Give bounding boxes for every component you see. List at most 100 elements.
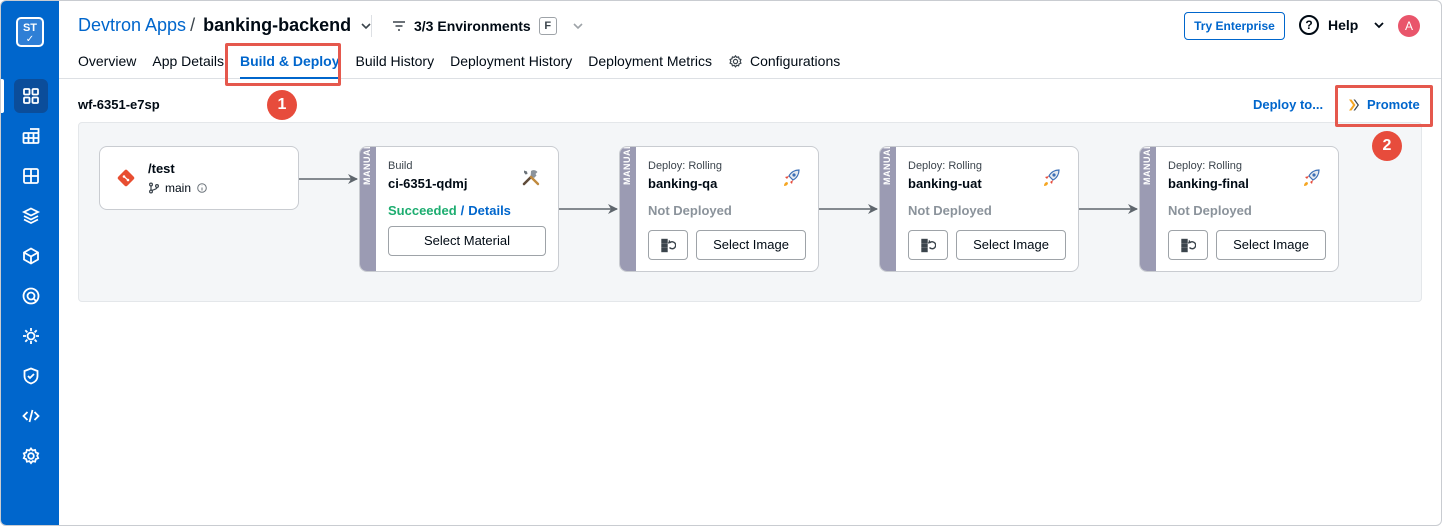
environment-filter-label: 3/3 Environments	[414, 18, 531, 34]
org-logo[interactable]: ST ✓	[16, 17, 44, 47]
tab-deployment-history[interactable]: Deployment History	[450, 53, 573, 69]
help-label: Help	[1328, 17, 1359, 33]
rocket-icon	[1044, 169, 1060, 186]
pipeline-name: banking-uat	[908, 176, 982, 191]
build-details-link[interactable]: Details	[468, 203, 511, 218]
git-source-node[interactable]: /test main	[99, 146, 299, 210]
deploy-status: Not Deployed	[1168, 203, 1252, 218]
deploy-to-button[interactable]: Deploy to...	[1253, 97, 1324, 112]
tab-configurations[interactable]: Configurations	[728, 53, 840, 79]
app-groups-icon	[22, 128, 40, 144]
tab-overview[interactable]: Overview	[78, 53, 137, 69]
trigger-type-strip: MANUAL	[360, 147, 376, 271]
code-icon	[22, 409, 40, 423]
deploy-status: Not Deployed	[908, 203, 992, 218]
nav-app-groups[interactable]	[14, 119, 48, 153]
trigger-type-label: MANUAL	[622, 146, 632, 185]
deploy-node-banking-final[interactable]: MANUAL Deploy: Rolling banking-final Not…	[1139, 146, 1339, 272]
security-icon	[22, 287, 40, 305]
trigger-type-label: MANUAL	[882, 146, 892, 185]
breadcrumb: Devtron Apps / banking-backend	[78, 15, 373, 36]
trigger-type-strip: MANUAL	[1140, 147, 1156, 271]
tab-deployment-metrics[interactable]: Deployment Metrics	[588, 53, 712, 69]
nav-resource-browser[interactable]	[14, 199, 48, 233]
nav-global-security[interactable]	[14, 359, 48, 393]
select-image-button[interactable]: Select Image	[1216, 230, 1326, 260]
rollback-button[interactable]	[1168, 230, 1208, 260]
status-separator: /	[460, 203, 465, 218]
promote-icon	[1349, 99, 1359, 110]
select-material-button[interactable]: Select Material	[388, 226, 546, 256]
app-tabs: Overview App Details Build & Deploy Buil…	[78, 53, 856, 79]
breadcrumb-separator: /	[190, 15, 196, 35]
try-enterprise-button[interactable]: Try Enterprise	[1184, 12, 1285, 40]
nav-code[interactable]	[14, 399, 48, 433]
help-menu[interactable]: ? Help	[1299, 15, 1386, 35]
branch-icon	[149, 182, 159, 194]
annotation-marker-1: 1	[267, 90, 297, 120]
rocket-icon	[784, 169, 800, 186]
trigger-type-label: MANUAL	[362, 146, 372, 185]
annotation-marker-2: 2	[1372, 131, 1402, 161]
pipeline-kind: Deploy: Rolling	[908, 160, 982, 172]
pipeline-kind: Deploy: Rolling	[1168, 160, 1242, 172]
git-branch-name: main	[165, 181, 192, 195]
breadcrumb-devtron-apps[interactable]: Devtron Apps	[78, 15, 187, 35]
nav-security-scan[interactable]	[14, 279, 48, 313]
pipeline-name: banking-qa	[648, 176, 718, 191]
rollback-button[interactable]	[648, 230, 688, 260]
logo-badge: ✓	[25, 34, 35, 45]
trigger-type-label: MANUAL	[1142, 146, 1152, 185]
filter-icon	[393, 21, 405, 31]
chevron-down-icon	[1374, 22, 1384, 29]
pipeline-kind: Build	[388, 160, 413, 172]
nav-global-configurations[interactable]	[14, 439, 48, 473]
pipeline-name: ci-6351-qdmj	[388, 176, 468, 191]
nav-bulk-edit[interactable]	[14, 319, 48, 353]
pipeline-kind: Deploy: Rolling	[648, 160, 722, 172]
help-icon: ?	[1299, 15, 1319, 35]
environment-filter-shortcut: F	[538, 17, 557, 35]
rollback-button[interactable]	[908, 230, 948, 260]
git-icon	[117, 169, 135, 187]
tab-build-deploy[interactable]: Build & Deploy	[239, 53, 340, 79]
charts-icon	[23, 168, 39, 184]
build-status: Succeeded/Details	[388, 203, 511, 218]
deploy-node-banking-qa[interactable]: MANUAL Deploy: Rolling banking-qa Not De…	[619, 146, 819, 272]
nav-chart-store[interactable]	[14, 239, 48, 273]
settings-icon	[22, 447, 40, 465]
highlight-build-deploy-tab	[225, 43, 341, 86]
rocket-icon	[1304, 169, 1320, 186]
nav-applications[interactable]	[14, 79, 48, 113]
nav-active-indicator	[1, 79, 4, 113]
build-tools-icon	[522, 170, 540, 186]
applications-icon	[23, 88, 39, 104]
tab-build-history[interactable]: Build History	[355, 53, 435, 69]
select-image-button[interactable]: Select Image	[696, 230, 806, 260]
rollback-icon	[661, 238, 677, 253]
select-image-button[interactable]: Select Image	[956, 230, 1066, 260]
gear-icon	[729, 54, 742, 68]
promote-button[interactable]: Promote	[1347, 97, 1420, 112]
user-avatar[interactable]: A	[1398, 15, 1420, 37]
trigger-type-strip: MANUAL	[880, 147, 896, 271]
chevron-down-icon[interactable]	[571, 19, 585, 33]
rollback-icon	[1181, 238, 1197, 253]
bulk-edit-icon	[23, 328, 39, 344]
info-icon[interactable]	[197, 183, 207, 193]
tab-configurations-label: Configurations	[749, 53, 841, 69]
app-switcher-chevron-icon[interactable]	[359, 19, 373, 33]
rollback-icon	[921, 238, 937, 253]
tab-app-details[interactable]: App Details	[152, 53, 224, 69]
git-source-path: /test	[148, 161, 175, 176]
sidebar: ST ✓	[1, 1, 59, 525]
deploy-node-banking-uat[interactable]: MANUAL Deploy: Rolling banking-uat Not D…	[879, 146, 1079, 272]
app-name: banking-backend	[203, 15, 352, 35]
app-header: Devtron Apps / banking-backend 3/3 Envir…	[59, 1, 1441, 79]
shield-icon	[23, 367, 39, 385]
environment-filter[interactable]: 3/3 Environments F	[391, 17, 592, 35]
nav-charts[interactable]	[14, 159, 48, 193]
workflow-name: wf-6351-e7sp	[78, 97, 160, 112]
build-pipeline-node[interactable]: MANUAL Build ci-6351-qdmj Succeeded/Deta…	[359, 146, 559, 272]
